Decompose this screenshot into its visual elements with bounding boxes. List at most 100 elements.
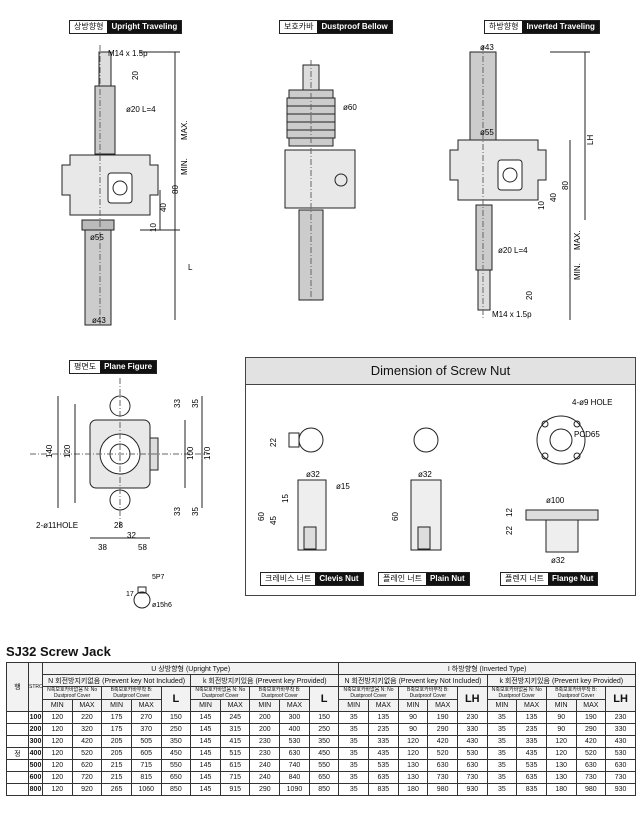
i-n-key: N 회전방지키없음 (Prevent key Not Included) — [338, 674, 488, 687]
dim-d43: ø43 — [92, 316, 106, 325]
i-n-lh: LH — [456, 686, 488, 712]
table-cell: 130 — [545, 771, 577, 784]
table-cell: 420 — [71, 735, 103, 748]
table-cell: 220 — [71, 711, 103, 724]
stroke-cell: 800 — [28, 783, 43, 796]
table-cell: 930 — [605, 783, 636, 796]
table-cell: 915 — [219, 783, 251, 796]
table-cell: 850 — [160, 783, 192, 796]
table-cell: 520 — [427, 747, 458, 760]
flange-dim-22: 22 — [505, 526, 514, 535]
inv-dim-d43: ø43 — [480, 43, 494, 52]
table-cell: 435 — [516, 747, 547, 760]
dim-key17: 17 — [126, 591, 134, 598]
table-cell: 335 — [516, 735, 547, 748]
dim-35: 35 — [191, 399, 200, 408]
nut-dim-15: 15 — [281, 494, 290, 503]
dim-key5: 5P7 — [152, 574, 165, 581]
col-max: MAX — [516, 699, 547, 712]
dim-100: 100 — [186, 446, 195, 460]
table-cell: 290 — [427, 723, 458, 736]
table-cell: 415 — [219, 735, 251, 748]
u-k-l: L — [308, 686, 340, 712]
stroke-cell: 200 — [28, 723, 43, 736]
u-n-key: N 회전방지키없음 (Prevent key Not Included) — [41, 674, 192, 687]
table-cell: 530 — [456, 747, 488, 760]
col-max: MAX — [71, 699, 103, 712]
table-cell: 630 — [605, 759, 636, 772]
table-cell: 430 — [605, 735, 636, 748]
nut-dim-45: 45 — [269, 516, 278, 525]
table-cell: 835 — [368, 783, 399, 796]
table-cell: 630 — [427, 759, 458, 772]
table-cell: 130 — [397, 771, 429, 784]
dustproof-drawing: ø60 — [284, 60, 357, 302]
table-cell: 235 — [368, 723, 399, 736]
inv-dim-lh: LH — [586, 135, 595, 145]
table-cell: 145 — [190, 747, 221, 760]
table-cell: 120 — [397, 747, 429, 760]
table-cell: 270 — [130, 711, 162, 724]
dim-28: 28 — [114, 521, 123, 530]
screw-nut-panel: Dimension of Screw Nut 22 ø32 ø15 15 45 … — [245, 357, 636, 596]
table-cell: 330 — [456, 723, 488, 736]
table-cell: 740 — [279, 759, 310, 772]
table-cell: 350 — [160, 735, 192, 748]
table-cell: 120 — [42, 747, 73, 760]
i-k-bcover: B축보호카바부착 B: Dustproof Cover — [545, 686, 607, 700]
table-cell: 120 — [42, 723, 73, 736]
table-cell: 90 — [545, 723, 577, 736]
table-cell: 35 — [486, 747, 518, 760]
table-cell: 330 — [605, 723, 636, 736]
table-cell: 35 — [338, 711, 370, 724]
table-cell: 120 — [42, 771, 73, 784]
table-cell: 180 — [545, 783, 577, 796]
upright-header: U 상방향형 (Upright Type) — [41, 662, 340, 675]
table-cell: 535 — [516, 759, 547, 772]
table-cell: 150 — [160, 711, 192, 724]
table-cell: 120 — [42, 783, 73, 796]
table-cell: 515 — [219, 747, 251, 760]
table-cell: 90 — [397, 723, 429, 736]
table-cell: 190 — [427, 711, 458, 724]
nut-dim-d15: ø15 — [336, 482, 350, 491]
table-cell: 190 — [575, 711, 607, 724]
table-cell: 635 — [368, 771, 399, 784]
table-cell: 520 — [71, 747, 103, 760]
u-n-nocover: N축보호카바없음 N: No Dustproof Cover — [41, 686, 103, 700]
table-cell: 715 — [130, 759, 162, 772]
inv-dim-min: MIN. — [573, 263, 582, 280]
table-cell: 300 — [279, 711, 310, 724]
table-cell: 650 — [308, 771, 340, 784]
dim-40: 40 — [159, 203, 168, 212]
table-cell: 145 — [190, 723, 221, 736]
row-side-cell: 정 — [6, 747, 29, 760]
table-cell: 175 — [101, 723, 132, 736]
table-cell: 250 — [160, 723, 192, 736]
table-cell: 145 — [190, 735, 221, 748]
u-n-l: L — [160, 686, 192, 712]
table-cell: 120 — [545, 747, 577, 760]
table-cell: 35 — [338, 735, 370, 748]
table-cell: 505 — [130, 735, 162, 748]
dim-140: 140 — [45, 444, 54, 458]
nut-dim-22: 22 — [269, 438, 278, 447]
col-max: MAX — [575, 699, 607, 712]
table-cell: 815 — [130, 771, 162, 784]
table-cell: 435 — [368, 747, 399, 760]
col-max: MAX — [427, 699, 458, 712]
table-cell: 290 — [249, 783, 281, 796]
dim-m14: M14 x 1.5p — [108, 49, 148, 58]
table-cell: 980 — [575, 783, 607, 796]
col-min: MIN — [42, 699, 73, 712]
table-cell: 730 — [575, 771, 607, 784]
dim-35-b: 35 — [191, 507, 200, 516]
table-cell: 240 — [249, 771, 281, 784]
